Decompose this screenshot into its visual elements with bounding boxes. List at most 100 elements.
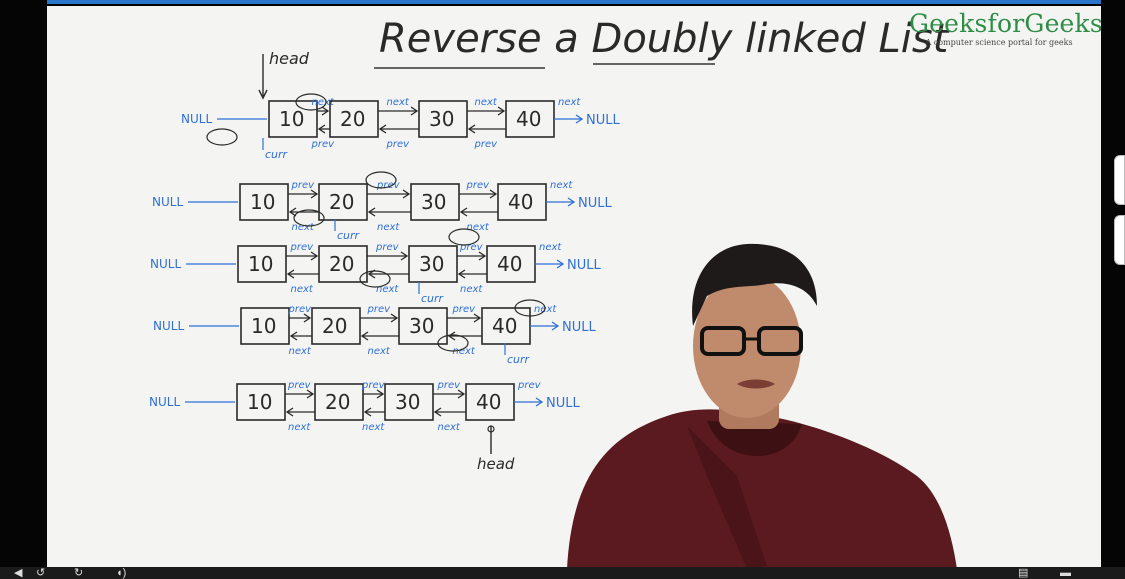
- player-controls: ◀ ↺ ↻ ◖) ▤ ▬: [0, 567, 1125, 579]
- fullscreen-icon[interactable]: ▬: [1060, 567, 1071, 579]
- pointer-label: next: [558, 97, 581, 108]
- node-value: 10: [279, 107, 304, 131]
- left-letterbox: [0, 0, 47, 579]
- rewind-icon[interactable]: ↺: [36, 567, 46, 579]
- null-label-left: NULL: [181, 112, 212, 126]
- pointer-label: next: [376, 284, 399, 295]
- null-label-right: NULL: [562, 320, 596, 335]
- brand-title: GeeksforGeeks: [909, 9, 1101, 38]
- node-box: [318, 183, 368, 221]
- node-value: 40: [497, 252, 522, 276]
- node-value: 30: [421, 190, 446, 214]
- node-box: [240, 307, 290, 345]
- pointer-label: prev: [287, 380, 312, 391]
- node-box: [311, 307, 361, 345]
- brand-tagline: A computer science portal for geeks: [925, 38, 1073, 47]
- pointer-label: next: [377, 222, 400, 233]
- node-value: 30: [429, 107, 454, 131]
- pointer-label: next: [387, 97, 410, 108]
- presenter: [567, 243, 957, 569]
- settings-icon[interactable]: ▤: [1018, 567, 1029, 579]
- board-title: Reverse a Doubly linked List: [379, 16, 950, 62]
- node-box: [268, 100, 318, 138]
- whiteboard-drawing: Reverse a Doubly linked List head NULL 10…: [149, 16, 957, 569]
- pointer-label: next: [453, 346, 476, 357]
- linked-list-rows: NULL 10 next prev 20 next prev 30 next prev 40 next…: [149, 93, 620, 433]
- pointer-label: next: [291, 284, 314, 295]
- node-box: [410, 183, 460, 221]
- node-box: [239, 183, 289, 221]
- null-label-left: NULL: [152, 195, 183, 209]
- curr-label: curr: [265, 148, 289, 161]
- node-box: [408, 245, 458, 283]
- pointer-label: prev: [474, 139, 499, 150]
- pointer-label: prev: [375, 242, 400, 253]
- pointer-label: prev: [459, 242, 484, 253]
- top-accent-line: [0, 0, 1125, 4]
- node-box: [418, 100, 468, 138]
- volume-icon[interactable]: ◖): [116, 567, 127, 579]
- null-label-left: NULL: [150, 257, 181, 271]
- pointer-label: next: [539, 242, 562, 253]
- back-icon[interactable]: ◀: [14, 567, 23, 579]
- node-value: 20: [329, 190, 354, 214]
- node-value: 30: [409, 314, 434, 338]
- null-label-left: NULL: [153, 319, 184, 333]
- curr-label: curr: [421, 292, 445, 305]
- pointer-label: next: [312, 97, 335, 108]
- curr-label: curr: [337, 229, 361, 242]
- pointer-label: next: [460, 284, 483, 295]
- node-box: [384, 383, 434, 421]
- null-label-right: NULL: [578, 196, 612, 211]
- brand-logo: GeeksforGeeks A computer science portal …: [909, 9, 1101, 48]
- side-panel-tab-1[interactable]: [1114, 155, 1125, 205]
- pointer-label: next: [467, 222, 490, 233]
- node-value: 20: [322, 314, 347, 338]
- null-label-right: NULL: [586, 113, 620, 128]
- node-box: [398, 307, 448, 345]
- pointer-label: next: [292, 222, 315, 233]
- pointer-label: prev: [311, 139, 336, 150]
- pointer-label: prev: [291, 180, 316, 191]
- head-label-bottom: head: [477, 455, 515, 473]
- pointer-label: prev: [517, 380, 542, 391]
- node-value: 40: [508, 190, 533, 214]
- node-value: 30: [395, 390, 420, 414]
- curr-label: curr: [507, 353, 531, 366]
- node-value: 10: [247, 390, 272, 414]
- circle-mark: [295, 93, 327, 111]
- node-box: [318, 245, 368, 283]
- head-label-top: head: [269, 49, 310, 68]
- pointer-label: prev: [386, 139, 411, 150]
- node-value: 30: [419, 252, 444, 276]
- null-label-right: NULL: [546, 396, 580, 411]
- node-value: 10: [251, 314, 276, 338]
- pointer-label: next: [368, 346, 391, 357]
- null-label-right: NULL: [567, 258, 601, 273]
- node-value: 20: [329, 252, 354, 276]
- pointer-label: next: [550, 180, 573, 191]
- circle-mark: [437, 334, 469, 352]
- node-value: 20: [340, 107, 365, 131]
- right-letterbox: [1101, 0, 1125, 579]
- node-value: 40: [476, 390, 501, 414]
- pointer-label: next: [289, 346, 312, 357]
- circle-mark: [448, 228, 480, 246]
- pointer-label: prev: [361, 380, 386, 391]
- node-value: 10: [248, 252, 273, 276]
- node-value: 40: [492, 314, 517, 338]
- node-box: [237, 245, 287, 283]
- node-box: [314, 383, 364, 421]
- pointer-label: next: [438, 422, 461, 433]
- node-value: 10: [250, 190, 275, 214]
- node-box: [329, 100, 379, 138]
- forward-icon[interactable]: ↻: [74, 567, 84, 579]
- pointer-label: next: [288, 422, 311, 433]
- side-panel-tab-2[interactable]: [1114, 215, 1125, 265]
- null-label-left: NULL: [149, 395, 180, 409]
- pointer-label: next: [362, 422, 385, 433]
- circle-mark: [359, 270, 391, 288]
- pointer-label: prev: [367, 304, 392, 315]
- pointer-label: next: [475, 97, 498, 108]
